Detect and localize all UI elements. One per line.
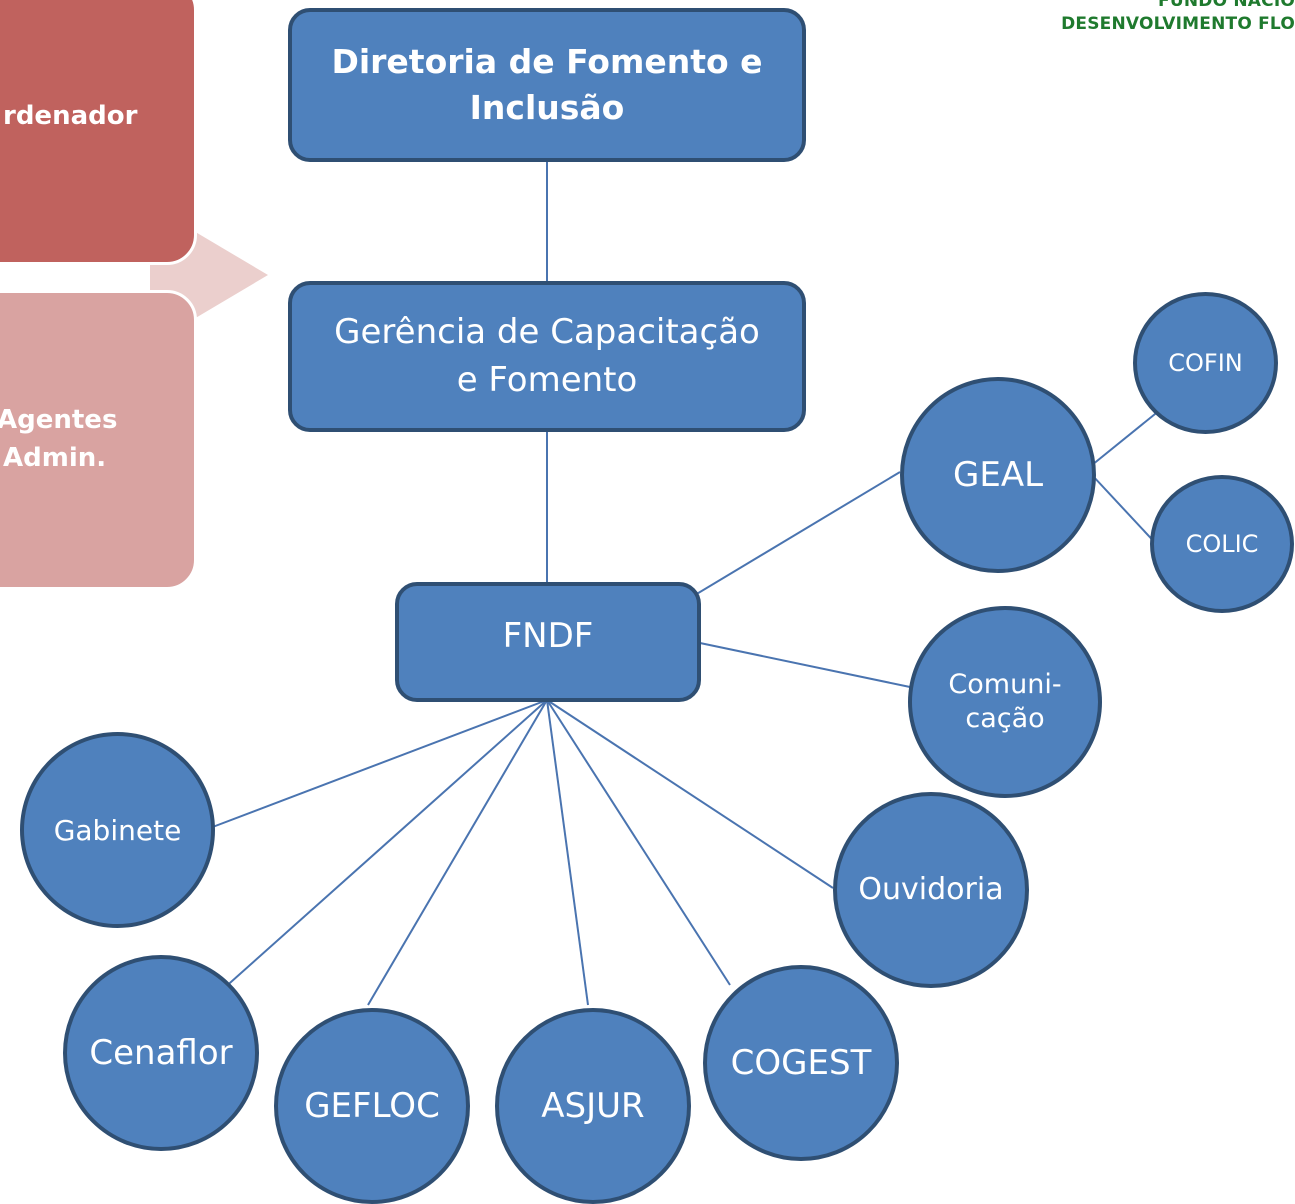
node-diretoria-label: Diretoria de Fomento e Inclusão bbox=[331, 41, 763, 127]
side-block-agentes: Agentes Admin. bbox=[0, 290, 197, 590]
node-geal-label: GEAL bbox=[952, 454, 1044, 495]
line-fndf-ouvidoria bbox=[546, 699, 834, 889]
node-gefloc-label: GEFLOC bbox=[304, 1085, 440, 1126]
node-cogest: COGEST bbox=[703, 965, 899, 1161]
node-gerencia-label: Gerência de Capacitação e Fomento bbox=[334, 311, 760, 400]
side-block-coordenador-label: rdenador bbox=[3, 101, 138, 131]
node-colic-label: COLIC bbox=[1185, 530, 1259, 558]
line-fndf-cogest bbox=[546, 699, 731, 986]
brand-line-2: DESENVOLVIMENTO FLO bbox=[1061, 14, 1295, 34]
side-block-coordenador: rdenador bbox=[0, 0, 197, 265]
line-fndf-gefloc bbox=[367, 699, 548, 1006]
line-geal-cofin bbox=[1091, 409, 1161, 466]
node-asjur: ASJUR bbox=[495, 1008, 691, 1204]
node-cofin-label: COFIN bbox=[1168, 349, 1243, 377]
node-cofin: COFIN bbox=[1133, 292, 1278, 434]
node-gabinete-label: Gabinete bbox=[53, 813, 182, 847]
line-fndf-asjur bbox=[546, 699, 589, 1006]
node-ouvidoria-label: Ouvidoria bbox=[858, 872, 1004, 908]
line-geal-colic bbox=[1091, 474, 1161, 549]
node-diretoria: Diretoria de Fomento e Inclusão bbox=[288, 8, 806, 162]
node-cogest-label: COGEST bbox=[730, 1042, 872, 1083]
node-cenaflor-label: Cenaflor bbox=[89, 1032, 233, 1073]
node-comunicacao: Comuni- cação bbox=[908, 606, 1102, 798]
side-block-agentes-label-2: Admin. bbox=[3, 443, 107, 473]
side-block-agentes-label-1: Agentes bbox=[0, 405, 118, 435]
node-comunicacao-label-2: cação bbox=[965, 703, 1045, 734]
node-ouvidoria: Ouvidoria bbox=[833, 792, 1029, 988]
node-gabinete: Gabinete bbox=[20, 732, 215, 928]
line-fndf-comunicacao bbox=[699, 642, 911, 688]
brand-line-1: FUNDO NACIO bbox=[1158, 0, 1295, 11]
node-fndf-label: FNDF bbox=[502, 616, 594, 656]
node-fndf: FNDF bbox=[395, 582, 701, 702]
line-fndf-gabinete bbox=[209, 699, 548, 829]
node-colic: COLIC bbox=[1150, 475, 1294, 613]
line-fndf-cenaflor bbox=[221, 699, 548, 991]
node-cenaflor: Cenaflor bbox=[63, 955, 259, 1151]
node-geal: GEAL bbox=[900, 377, 1096, 573]
node-gefloc: GEFLOC bbox=[274, 1008, 470, 1204]
node-asjur-label: ASJUR bbox=[541, 1085, 645, 1126]
node-gerencia: Gerência de Capacitação e Fomento bbox=[288, 281, 806, 432]
node-comunicacao-label-1: Comuni- bbox=[948, 669, 1062, 701]
